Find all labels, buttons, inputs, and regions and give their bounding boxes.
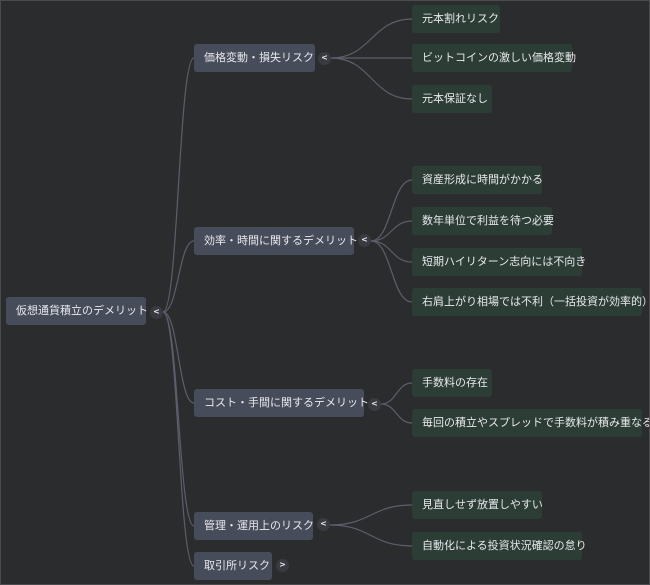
connector-line: [370, 240, 413, 303]
leaf-node[interactable]: 元本割れリスク: [412, 5, 500, 33]
connector-line: [162, 311, 195, 527]
branch-node[interactable]: 取引所リスク: [194, 552, 272, 580]
collapse-toggle-icon[interactable]: <: [150, 306, 163, 319]
connector-line: [370, 179, 413, 242]
branch-node[interactable]: コスト・手間に関するデメリット: [194, 389, 369, 417]
branch-node[interactable]: 効率・時間に関するデメリット: [194, 227, 358, 255]
collapse-toggle-icon[interactable]: <: [358, 234, 371, 247]
connector-line: [162, 240, 195, 313]
connector-line: [380, 403, 413, 424]
connector-line: [329, 524, 413, 547]
collapse-toggle-icon[interactable]: <: [317, 518, 330, 531]
branch-node[interactable]: 管理・運用上のリスク: [194, 512, 314, 540]
leaf-node[interactable]: ビットコインの激しい価格変動: [412, 44, 576, 72]
connector-line: [329, 504, 413, 526]
expand-toggle-icon[interactable]: >: [276, 559, 289, 572]
leaf-node[interactable]: 短期ハイリターン志向には不向き: [412, 248, 586, 276]
leaf-node[interactable]: 資産形成に時間がかかる: [412, 166, 543, 194]
leaf-node[interactable]: 数年単位で利益を待つ必要: [412, 207, 554, 235]
leaf-node[interactable]: 元本保証なし: [412, 85, 492, 113]
connector-line: [162, 57, 195, 313]
connector-line: [162, 311, 195, 567]
branch-node[interactable]: 価格変動・損失リスク: [194, 44, 315, 72]
root-node[interactable]: 仮想通貨積立のデメリット: [6, 297, 148, 325]
leaf-node[interactable]: 手数料の存在: [412, 369, 492, 397]
connector-line: [330, 57, 413, 100]
collapse-toggle-icon[interactable]: <: [318, 52, 331, 65]
leaf-node[interactable]: 見直しせず放置しやすい: [412, 491, 543, 519]
connector-line: [162, 311, 195, 404]
leaf-node[interactable]: 自動化による投資状況確認の怠り: [412, 532, 587, 560]
leaf-node[interactable]: 毎回の積立やスプレッドで手数料が積み重なる: [412, 409, 650, 437]
collapse-toggle-icon[interactable]: <: [368, 398, 381, 411]
connector-line: [330, 18, 413, 59]
connector-line: [370, 240, 413, 263]
leaf-node[interactable]: 右肩上がり相場では不利（一括投資が効率的）: [412, 288, 650, 316]
connector-line: [370, 220, 413, 242]
connector-line: [380, 382, 413, 405]
